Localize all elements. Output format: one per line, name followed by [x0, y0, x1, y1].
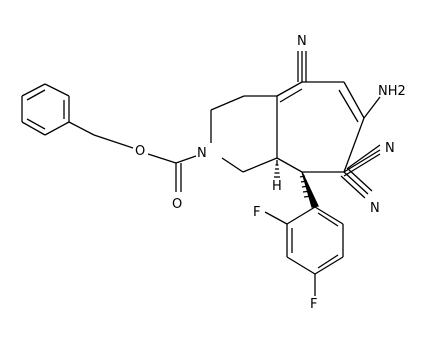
- para-fluorine-label: F: [310, 297, 317, 312]
- atom-labels: N NH2 N N O O N H F F: [135, 34, 406, 312]
- nitrile-top-n-label: N: [297, 34, 307, 49]
- carbonyl-oxygen-label: O: [172, 197, 182, 212]
- bond: [286, 206, 316, 225]
- bond: [26, 89, 46, 101]
- bond: [279, 88, 303, 103]
- bond: [343, 81, 365, 119]
- bond: [338, 89, 359, 123]
- bond: [21, 83, 46, 97]
- bond: [276, 81, 303, 97]
- bond: [343, 153, 381, 177]
- bonds: [21, 51, 381, 296]
- bond: [343, 171, 369, 195]
- bond: [264, 211, 288, 225]
- bond: [314, 256, 344, 275]
- bond: [26, 118, 46, 130]
- bond: [286, 256, 316, 275]
- bond: [175, 155, 197, 164]
- bond: [343, 117, 365, 173]
- bond: [44, 121, 70, 136]
- bond: [93, 134, 134, 149]
- ring-nitrogen-label: N: [197, 146, 207, 161]
- bond: [346, 167, 373, 192]
- bond: [343, 149, 381, 173]
- bond: [347, 144, 381, 169]
- bond: [314, 206, 344, 225]
- bond: [221, 157, 244, 173]
- bond: [21, 121, 46, 136]
- amino-label: NH2: [378, 84, 406, 99]
- bond: [317, 254, 339, 269]
- stereo-hash-bond: [274, 160, 280, 178]
- bond: [210, 95, 245, 111]
- ortho-fluorine-label: F: [253, 205, 260, 220]
- bond: [44, 83, 70, 97]
- ester-oxygen-label: O: [135, 144, 145, 159]
- nitrile-right-n-label: N: [385, 141, 395, 156]
- bond: [340, 175, 366, 199]
- bond: [363, 96, 381, 119]
- bond: [242, 157, 278, 173]
- bond: [147, 153, 177, 164]
- stereo-hash-bond-2: [299, 175, 313, 198]
- bond: [276, 157, 303, 173]
- bond: [68, 121, 95, 136]
- bond: [317, 212, 339, 227]
- bond: [301, 171, 319, 208]
- nitrile-lower-n-label: N: [370, 201, 380, 216]
- stereo-hydrogen-label: H: [272, 179, 282, 194]
